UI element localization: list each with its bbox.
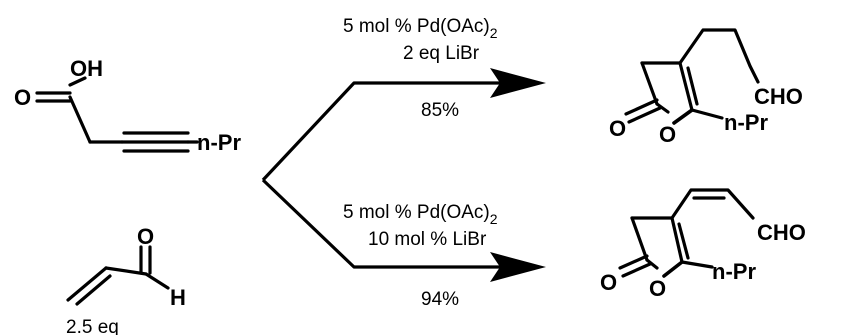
- acrolein-bond-c-h: [144, 272, 170, 290]
- pu-highlight-bond: [672, 108, 694, 125]
- pu-carbonyl-o-label: O: [609, 116, 626, 141]
- upper-conditions: 5 mol % Pd(OAc)2 2 eq LiBr 85%: [343, 16, 498, 121]
- pu-ring-c4-c5-double: [678, 61, 699, 112]
- lower-conditions: 5 mol % Pd(OAc)2 10 mol % LiBr 94%: [343, 202, 498, 310]
- pl-highlight-bond: [662, 260, 684, 278]
- acid-o-label: O: [14, 85, 31, 110]
- acid-oh-label: OH: [70, 56, 103, 81]
- pu-npr-label: n-Pr: [724, 110, 768, 135]
- pl-chain: [670, 188, 755, 220]
- lower-catalyst: 5 mol % Pd(OAc)2: [343, 202, 498, 227]
- pu-cho-label: CHO: [754, 84, 803, 109]
- pu-double-bond-co: [624, 98, 662, 124]
- pl-ring-c4-c5-double: [670, 216, 690, 264]
- pl-bond-npr: [680, 260, 714, 269]
- pu-ring-c2-o1: [655, 102, 670, 114]
- product-lower: O O CHO n-Pr: [600, 188, 806, 301]
- branch-arrows: [261, 68, 546, 282]
- upper-additive: 2 eq LiBr: [403, 43, 480, 64]
- upper-arrow-line: [261, 81, 500, 182]
- reactant-acrolein: O H 2.5 eq: [66, 224, 186, 335]
- lower-yield: 94%: [421, 289, 459, 310]
- acid-bond-c1-oh: [68, 76, 87, 87]
- acid-triple-bond: [120, 131, 190, 153]
- acrolein-equivalents: 2.5 eq: [66, 317, 119, 335]
- pu-ring-c2-c3: [640, 61, 659, 106]
- lower-arrow-line: [261, 178, 500, 269]
- pl-carbonyl-o-label: O: [600, 270, 617, 295]
- lower-catalyst-subscript: 2: [490, 211, 498, 227]
- acid-double-bond-co: [35, 91, 72, 103]
- pl-npr-label: n-Pr: [712, 259, 756, 284]
- pl-ring-c2-c3: [630, 216, 649, 262]
- upper-catalyst-text: 5 mol % Pd(OAc): [343, 16, 490, 37]
- acrolein-double-bond-co: [139, 245, 152, 275]
- pl-double-bond-co: [618, 254, 652, 278]
- acrolein-h-label: H: [170, 285, 186, 310]
- acid-bond-c1-c2: [68, 95, 92, 144]
- lower-catalyst-text: 5 mol % Pd(OAc): [343, 202, 490, 223]
- acid-npr-label: n-Pr: [197, 130, 241, 155]
- acrolein-bond-c2-c1: [104, 266, 148, 276]
- upper-catalyst: 5 mol % Pd(OAc)2: [343, 16, 498, 41]
- product-upper: O O CHO n-Pr: [609, 28, 803, 147]
- upper-yield: 85%: [421, 100, 459, 121]
- pu-bond-npr: [690, 108, 724, 120]
- acrolein-vinyl-double-bond: [66, 266, 112, 306]
- upper-arrow-head: [490, 68, 546, 98]
- reactant-acid: OH O n-Pr: [14, 56, 241, 155]
- lower-additive: 10 mol % LiBr: [368, 229, 487, 250]
- upper-catalyst-subscript: 2: [490, 25, 498, 41]
- pl-cho-label: CHO: [757, 220, 806, 245]
- pl-ring-o-label: O: [649, 276, 666, 301]
- lower-arrow-head: [490, 252, 546, 282]
- pl-ring-c2-o1: [645, 258, 659, 270]
- pu-chain: [678, 28, 760, 84]
- pu-ring-o-label: O: [659, 122, 676, 147]
- acrolein-o-label: O: [137, 224, 154, 249]
